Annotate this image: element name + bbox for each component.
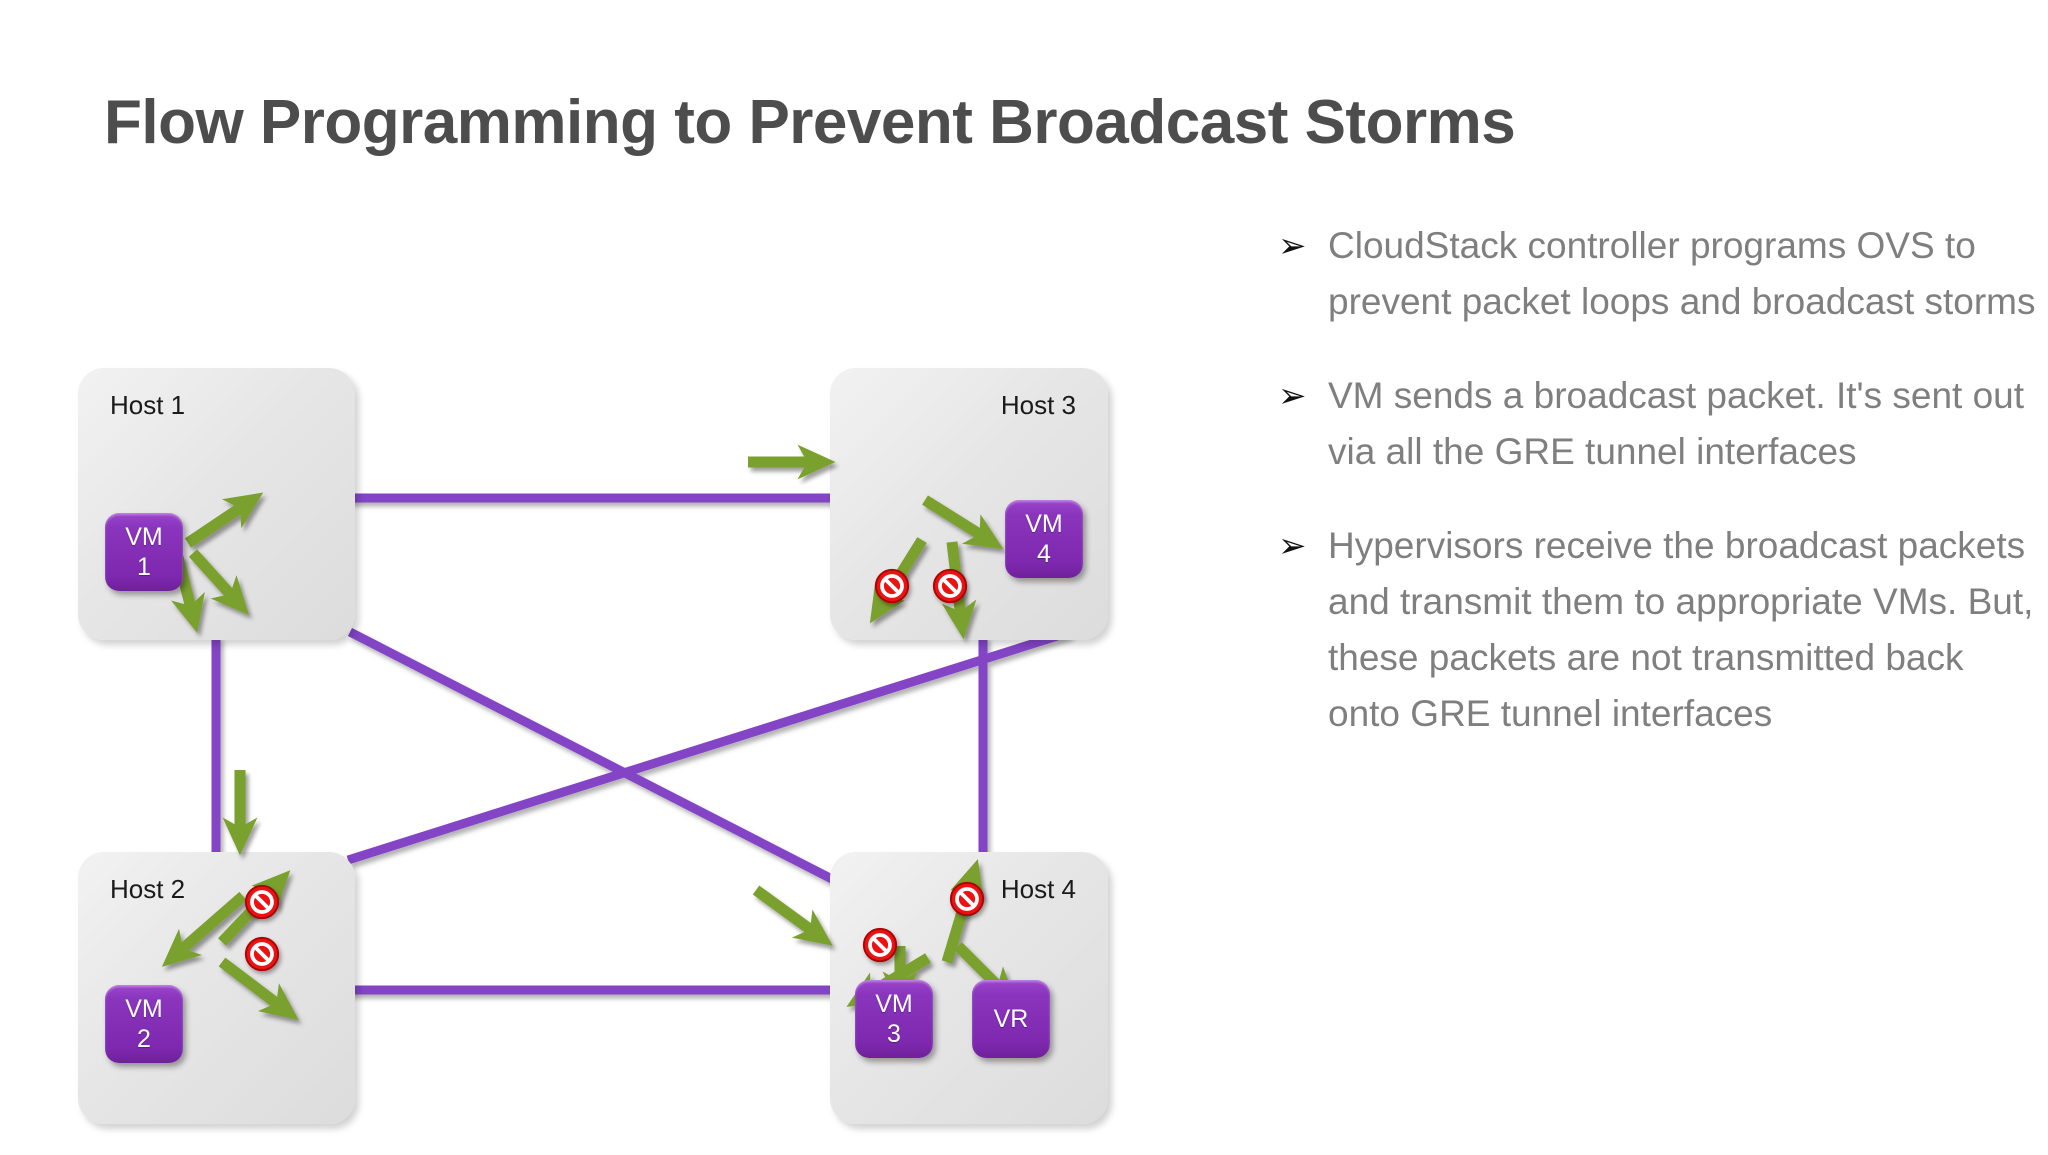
host-label-host2: Host 2 xyxy=(110,874,186,904)
bullet-text-2: VM sends a broadcast packet. It's sent o… xyxy=(1328,375,2025,472)
list-item: ➢ CloudStack controller programs OVS to … xyxy=(1278,218,2038,330)
vm-box-vm1-line2: 1 xyxy=(137,553,151,581)
vm-box-vm4[interactable]: VM 4 xyxy=(1005,500,1083,578)
host-label-host3: Host 3 xyxy=(1000,390,1076,420)
no-entry-icon xyxy=(874,568,910,604)
list-item: ➢ VM sends a broadcast packet. It's sent… xyxy=(1278,368,2038,480)
flow-arrow-h2-blocked-dr xyxy=(218,957,299,1021)
network-topology-diagram: Host 1 Host 3 Host 2 Host 4 VM 1 VM 4 VM… xyxy=(78,368,1108,1124)
vm-box-vr[interactable]: VR xyxy=(972,980,1050,1058)
no-entry-icon xyxy=(932,568,968,604)
vm-box-vm3-line2: 3 xyxy=(887,1020,901,1048)
vm-box-vm2-line1: VM xyxy=(125,995,163,1023)
bullet-list: ➢ CloudStack controller programs OVS to … xyxy=(1278,218,2038,780)
no-entry-icon xyxy=(862,927,898,963)
flow-arrow-h3-to-vm4 xyxy=(922,495,1004,550)
vm-box-vm2[interactable]: VM 2 xyxy=(105,985,183,1063)
list-item: ➢ Hypervisors receive the broadcast pack… xyxy=(1278,518,2038,742)
no-entry-icon xyxy=(244,884,280,920)
flow-arrow-vm1-out-up xyxy=(184,492,264,548)
no-entry-icon xyxy=(244,936,280,972)
flow-arrow-h2-to-vm2 xyxy=(161,891,247,967)
vm-box-vm3-line1: VM xyxy=(875,990,913,1018)
vm-box-vm4-line2: 4 xyxy=(1037,540,1051,568)
host-label-host1: Host 1 xyxy=(110,390,186,420)
vm-box-vm3[interactable]: VM 3 xyxy=(855,980,933,1058)
flow-arrow-gre-host2-host4 xyxy=(752,885,833,946)
vm-box-vm1[interactable]: VM 1 xyxy=(105,513,183,591)
host-label-host4: Host 4 xyxy=(1000,874,1076,904)
arrowhead-bullet-icon: ➢ xyxy=(1278,526,1307,566)
gre-link-host2-host3 xyxy=(346,627,1072,865)
bullet-text-3: Hypervisors receive the broadcast packet… xyxy=(1328,525,2034,734)
bullet-text-1: CloudStack controller programs OVS to pr… xyxy=(1328,225,2036,322)
no-entry-icon xyxy=(949,881,985,917)
arrowhead-bullet-icon: ➢ xyxy=(1278,376,1307,416)
flow-arrow-h1-fanout-dr xyxy=(188,549,250,615)
vm-box-vm2-line2: 2 xyxy=(137,1025,151,1053)
vm-box-vm4-line1: VM xyxy=(1025,510,1063,538)
page-title: Flow Programming to Prevent Broadcast St… xyxy=(104,88,1516,157)
vm-box-vr-line1: VR xyxy=(993,1005,1029,1033)
arrowhead-bullet-icon: ➢ xyxy=(1278,226,1307,266)
vm-box-vm1-line1: VM xyxy=(125,523,163,551)
